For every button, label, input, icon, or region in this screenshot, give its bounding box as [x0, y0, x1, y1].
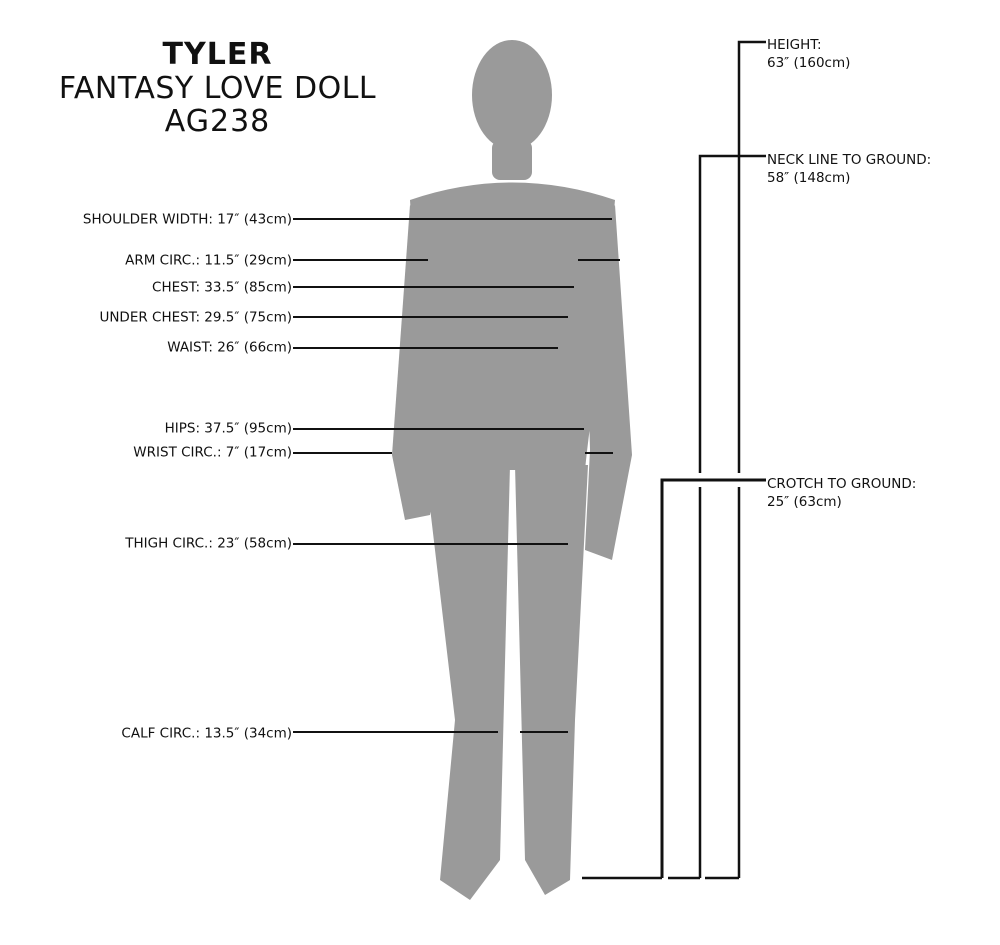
measurement-height: HEIGHT: 63″ (160cm) — [767, 36, 850, 72]
right-brackets — [582, 40, 766, 880]
measurement-chest: CHEST: 33.5″ (85cm) — [152, 279, 292, 296]
measurement-under-chest: UNDER CHEST: 29.5″ (75cm) — [99, 309, 292, 326]
measurement-arm-circ: ARM CIRC.: 11.5″ (29cm) — [125, 252, 292, 269]
measurement-crotch-to-ground-value: 25″ (63cm) — [767, 494, 842, 511]
measurement-crotch-to-ground: CROTCH TO GROUND: 25″ (63cm) — [767, 475, 916, 511]
figure-silhouette — [392, 40, 632, 900]
measurement-height-label: HEIGHT: — [767, 37, 822, 53]
product-subtitle: FANTASY LOVE DOLL — [58, 70, 377, 106]
left-leader-lines — [293, 218, 620, 733]
measurement-crotch-to-ground-label: CROTCH TO GROUND: — [767, 476, 917, 492]
measurement-wrist-circ: WRIST CIRC.: 7″ (17cm) — [133, 444, 292, 461]
measurement-thigh-circ: THIGH CIRC.: 23″ (58cm) — [125, 535, 292, 552]
measurement-neck-to-ground: NECK LINE TO GROUND: 58″ (148cm) — [767, 151, 931, 187]
model-number: AG238 — [164, 104, 271, 140]
measurement-height-value: 63″ (160cm) — [767, 55, 851, 72]
measurement-neck-to-ground-label: NECK LINE TO GROUND: — [767, 152, 932, 168]
product-name: TYLER — [162, 37, 273, 72]
measurement-calf-circ: CALF CIRC.: 13.5″ (34cm) — [121, 725, 292, 742]
measurement-waist: WAIST: 26″ (66cm) — [167, 339, 292, 356]
measurement-shoulder-width: SHOULDER WIDTH: 17″ (43cm) — [82, 211, 292, 228]
title-block: TYLER FANTASY LOVE DOLL AG238 — [40, 38, 395, 139]
measurement-hips: HIPS: 37.5″ (95cm) — [164, 420, 292, 437]
measurement-neck-to-ground-value: 58″ (148cm) — [767, 170, 851, 187]
